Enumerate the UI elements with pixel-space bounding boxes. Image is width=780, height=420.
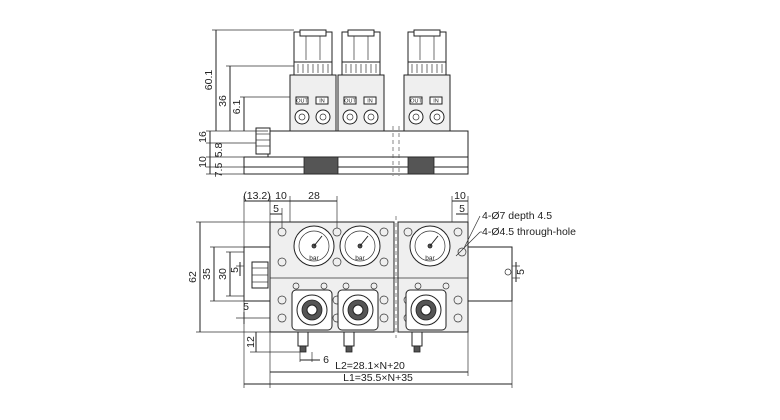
regulator-knob	[341, 31, 381, 63]
dim-30: 30	[217, 268, 229, 280]
port-label-out: OUT	[410, 99, 422, 105]
hole-note-2: 4-Ø4.5 through-hole	[482, 226, 576, 238]
port-out	[342, 109, 358, 125]
regulator-unit-1: OUT IN	[289, 29, 337, 132]
formula-l2: L2=28.1×N+20	[335, 360, 405, 372]
dim-60-1: 60.1	[203, 70, 215, 91]
dim-10: 10	[197, 156, 209, 168]
front-view: bar bar bar	[187, 190, 576, 388]
dim-5-right-side: 5	[515, 269, 527, 275]
dim-6-1: 6.1	[231, 100, 243, 115]
outlet-fittings	[297, 331, 423, 353]
dim-10-left: 10	[275, 190, 287, 202]
mounting-screws	[277, 227, 467, 323]
dim-7-5: 7.5	[213, 163, 225, 178]
base-block	[267, 130, 469, 158]
pressure-gauge-2: bar	[339, 225, 381, 267]
right-end-plate	[467, 246, 513, 302]
dim-62: 62	[187, 271, 199, 283]
dim-5-8: 5.8	[213, 143, 225, 158]
top-view-dimensions	[206, 29, 294, 175]
top-view: OUT IN OUT IN	[197, 29, 469, 178]
regulator-knob-2	[337, 289, 379, 331]
rail-slot	[303, 156, 339, 175]
regulator-unit-3: OUT IN	[403, 29, 451, 132]
pressure-gauge-1: bar	[293, 225, 335, 267]
dim-28: 28	[308, 190, 320, 202]
port-in	[363, 109, 379, 125]
gauge-unit-label: bar	[425, 255, 435, 262]
dim-5-left: 5	[273, 203, 279, 215]
dim-6: 6	[323, 354, 329, 366]
dim-5-right: 5	[459, 203, 465, 215]
rail-slot	[407, 156, 435, 175]
port-out	[294, 109, 310, 125]
front-view-dimensions	[196, 196, 520, 388]
port-label-out: OUT	[344, 99, 356, 105]
port-label-in: IN	[433, 99, 439, 105]
regulator-knob-3	[405, 289, 447, 331]
dim-5-bottom: 5	[243, 301, 249, 313]
dim-36: 36	[217, 95, 229, 107]
gauge-unit-label: bar	[355, 255, 365, 262]
dim-35: 35	[201, 268, 213, 280]
regulator-unit-2: OUT IN	[337, 29, 385, 132]
regulator-knob-1	[291, 289, 333, 331]
port-in	[315, 109, 331, 125]
port-label-out: OUT	[296, 99, 308, 105]
port-label-in: IN	[319, 99, 325, 105]
regulator-knob	[407, 31, 447, 63]
dim-10-right: 10	[454, 190, 466, 202]
formula-l1: L1=35.5×N+35	[343, 372, 413, 384]
end-fitting	[255, 127, 271, 155]
dim-5-side: 5	[229, 267, 241, 273]
dim-12: 12	[245, 336, 257, 348]
port-in	[429, 109, 445, 125]
pressure-gauge-3: bar	[409, 225, 451, 267]
base-rail-lower	[243, 166, 469, 175]
port-out	[408, 109, 424, 125]
dim-16: 16	[197, 131, 209, 143]
gauge-unit-label: bar	[309, 255, 319, 262]
hole-note-1: 4-Ø7 depth 4.5	[482, 210, 552, 222]
dim-13-2: (13.2)	[243, 190, 270, 202]
port-label-in: IN	[367, 99, 373, 105]
regulator-knob	[293, 31, 333, 63]
